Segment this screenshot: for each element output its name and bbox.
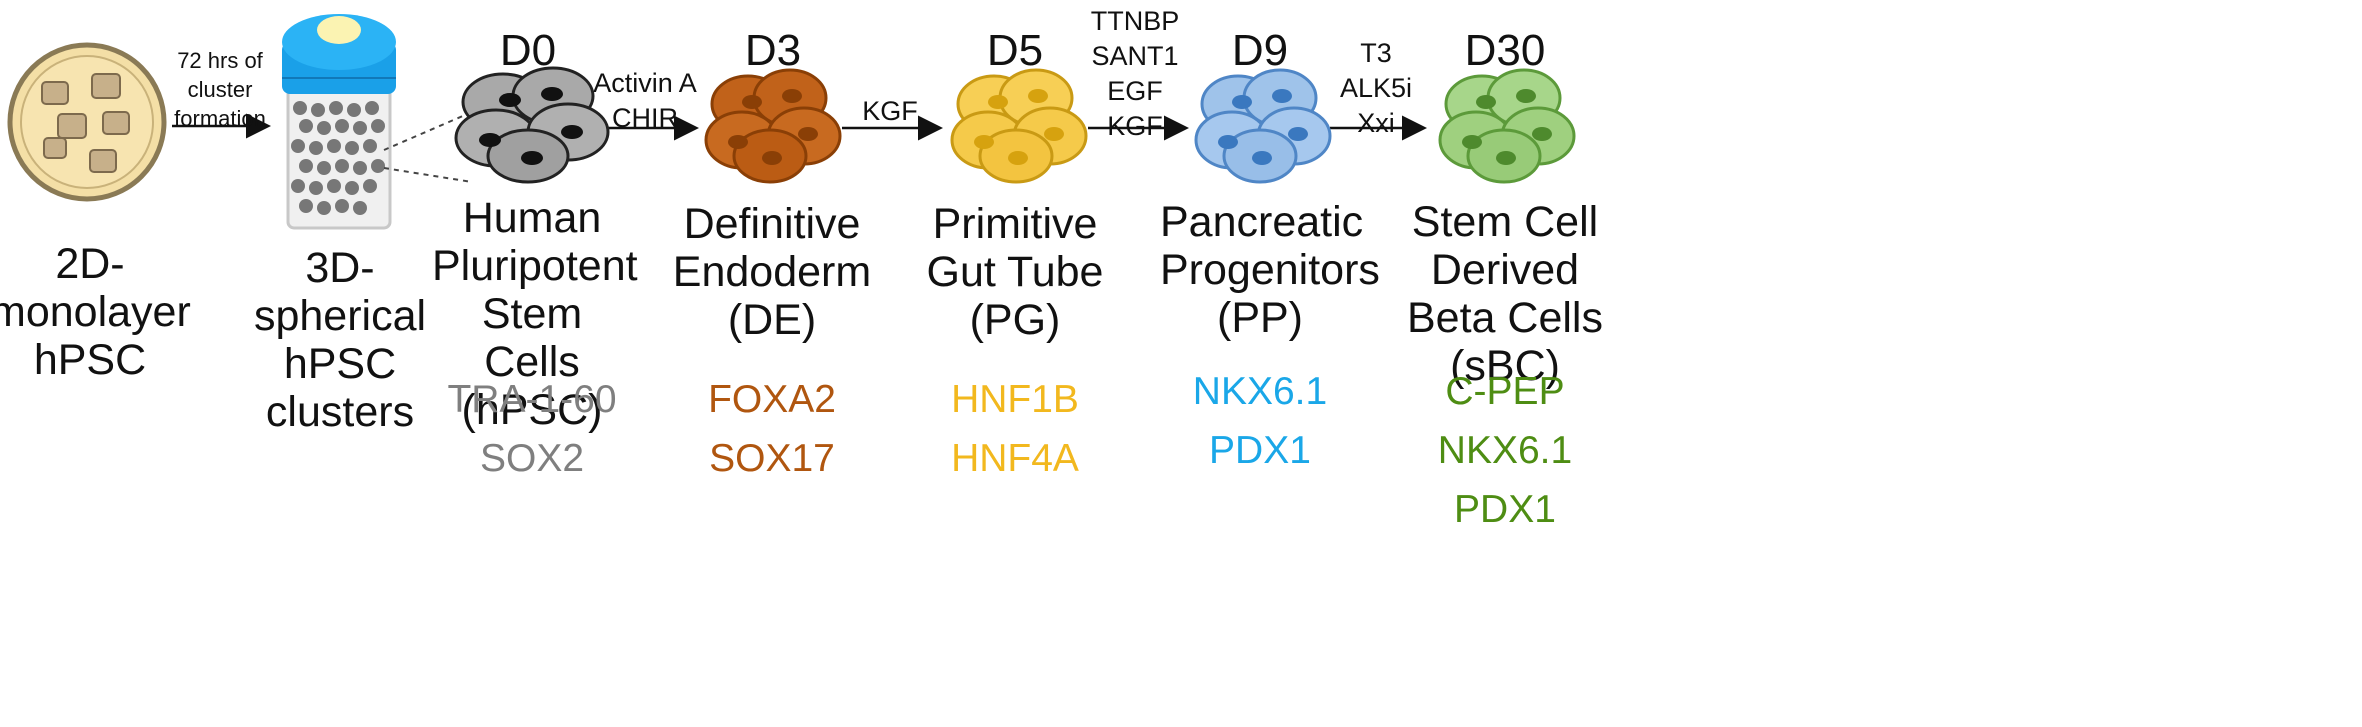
zoom-lines bbox=[383, 111, 473, 183]
beta-cells-icon bbox=[1438, 68, 1576, 184]
transition-label-3: KGF bbox=[862, 96, 918, 126]
arrows bbox=[172, 113, 1427, 141]
endoderm-cells-icon bbox=[704, 68, 842, 184]
hpsc-cells-icon bbox=[454, 66, 610, 184]
progenitor-cells-icon bbox=[1194, 68, 1332, 184]
culture-jar-icon bbox=[282, 14, 396, 230]
petri-dish-icon bbox=[7, 42, 167, 202]
day-label-d0: D0 bbox=[499, 26, 557, 75]
day-label-d3: D3 bbox=[744, 26, 802, 75]
day-label-d30: D30 bbox=[1464, 26, 1546, 75]
gut-tube-cells-icon bbox=[950, 68, 1088, 184]
day-label-d5: D5 bbox=[986, 26, 1044, 75]
day-label-d9: D9 bbox=[1231, 26, 1289, 75]
